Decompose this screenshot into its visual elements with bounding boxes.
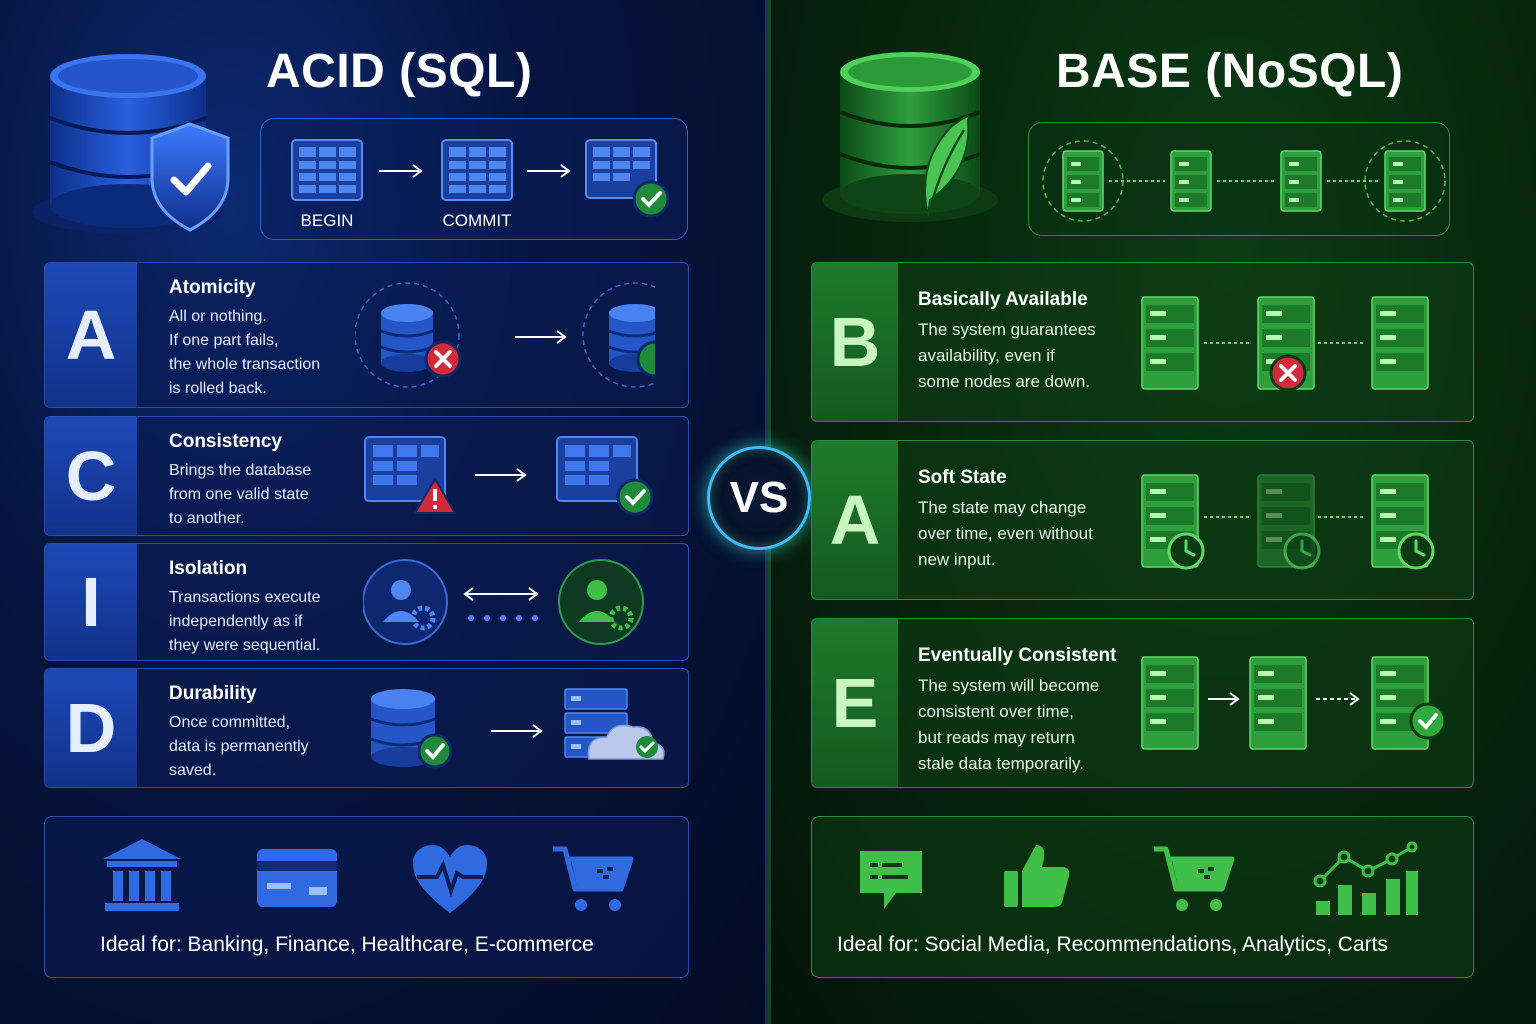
soft-state-heading: Soft State [918,467,1007,488]
letter-a: A [65,296,117,374]
shopping-cart-icon [1154,846,1235,911]
base-ideal-box: Ideal for: Social Media, Recommendations… [811,816,1474,978]
durability-desc: Once committed, data is permanently save… [169,714,309,779]
table-check-icon [585,139,670,218]
heartbeat-icon [413,845,487,913]
server-nodes-icon [1042,140,1446,222]
begin-label: BEGIN [300,211,354,230]
letter-e: E [831,664,879,742]
soft-state-row: A Soft State The state may change over t… [811,440,1474,600]
eventually-consistent-desc: The system will become consistent over t… [918,676,1100,773]
letter-c: C [65,437,117,515]
base-title: BASE (NoSQL) [1056,45,1404,98]
vs-label: VS [729,473,789,522]
consistency-heading: Consistency [169,431,282,452]
state-change-illustration [1141,474,1435,570]
vs-badge: VS [707,446,811,550]
node-cluster [1028,122,1450,236]
user-gear-illustration [363,559,644,645]
converge-illustration [1141,656,1447,750]
eventually-consistent-heading: Eventually Consistent [918,645,1117,666]
table-icon [441,139,513,201]
arrow-right-icon [527,164,571,178]
atomicity-desc: All or nothing. If one part fails, the w… [169,308,321,397]
bank-icon [103,839,181,911]
letter-a-soft: A [829,481,881,559]
credit-card-icon [257,849,337,907]
durability-heading: Durability [169,683,257,704]
base-ideal-text: Ideal for: Social Media, Recommendations… [837,933,1388,956]
database-leaf-icon [822,52,998,222]
basically-available-desc: The system guarantees availability, even… [918,320,1096,391]
isolation-desc: Transactions execute independently as if… [169,589,321,654]
persist-illustration [370,688,665,769]
consistency-row: C Consistency Brings the database from o… [44,416,689,536]
basically-available-heading: Basically Available [918,289,1088,310]
letter-d: D [65,689,117,767]
arrow-right-icon [379,164,423,178]
table-icon [291,139,363,201]
isolation-heading: Isolation [169,558,248,579]
shopping-cart-icon [553,846,634,911]
node-down-illustration [1141,296,1429,392]
acid-ideal-text: Ideal for: Banking, Finance, Healthcare,… [100,933,594,956]
basically-available-row: B Basically Available The system guarant… [811,262,1474,422]
chat-icon [860,851,922,909]
durability-row: D Durability Once committed, data is per… [44,668,689,788]
atomicity-row: A Atomicity All or nothing. If one part … [44,262,689,408]
letter-i: I [81,563,101,641]
commit-label: COMMIT [442,211,512,230]
letter-b: B [829,303,881,381]
isolation-row: I Isolation Transactions execute indepen… [44,543,689,661]
valid-state-illustration [364,436,654,516]
acid-ideal-box: Ideal for: Banking, Finance, Healthcare,… [44,816,689,978]
transaction-flow: BEGIN COMMIT [260,118,688,240]
acid-title: ACID (SQL) [266,45,533,98]
rollback-illustration [355,282,655,388]
thumbs-up-icon [1004,845,1070,907]
analytics-chart-icon [1313,841,1418,915]
atomicity-heading: Atomicity [169,277,256,298]
consistency-desc: Brings the database from one valid state… [169,462,312,527]
eventually-consistent-row: E Eventually Consistent The system will … [811,618,1474,788]
database-shield-icon [32,54,230,234]
soft-state-desc: The state may change over time, even wit… [918,498,1093,569]
